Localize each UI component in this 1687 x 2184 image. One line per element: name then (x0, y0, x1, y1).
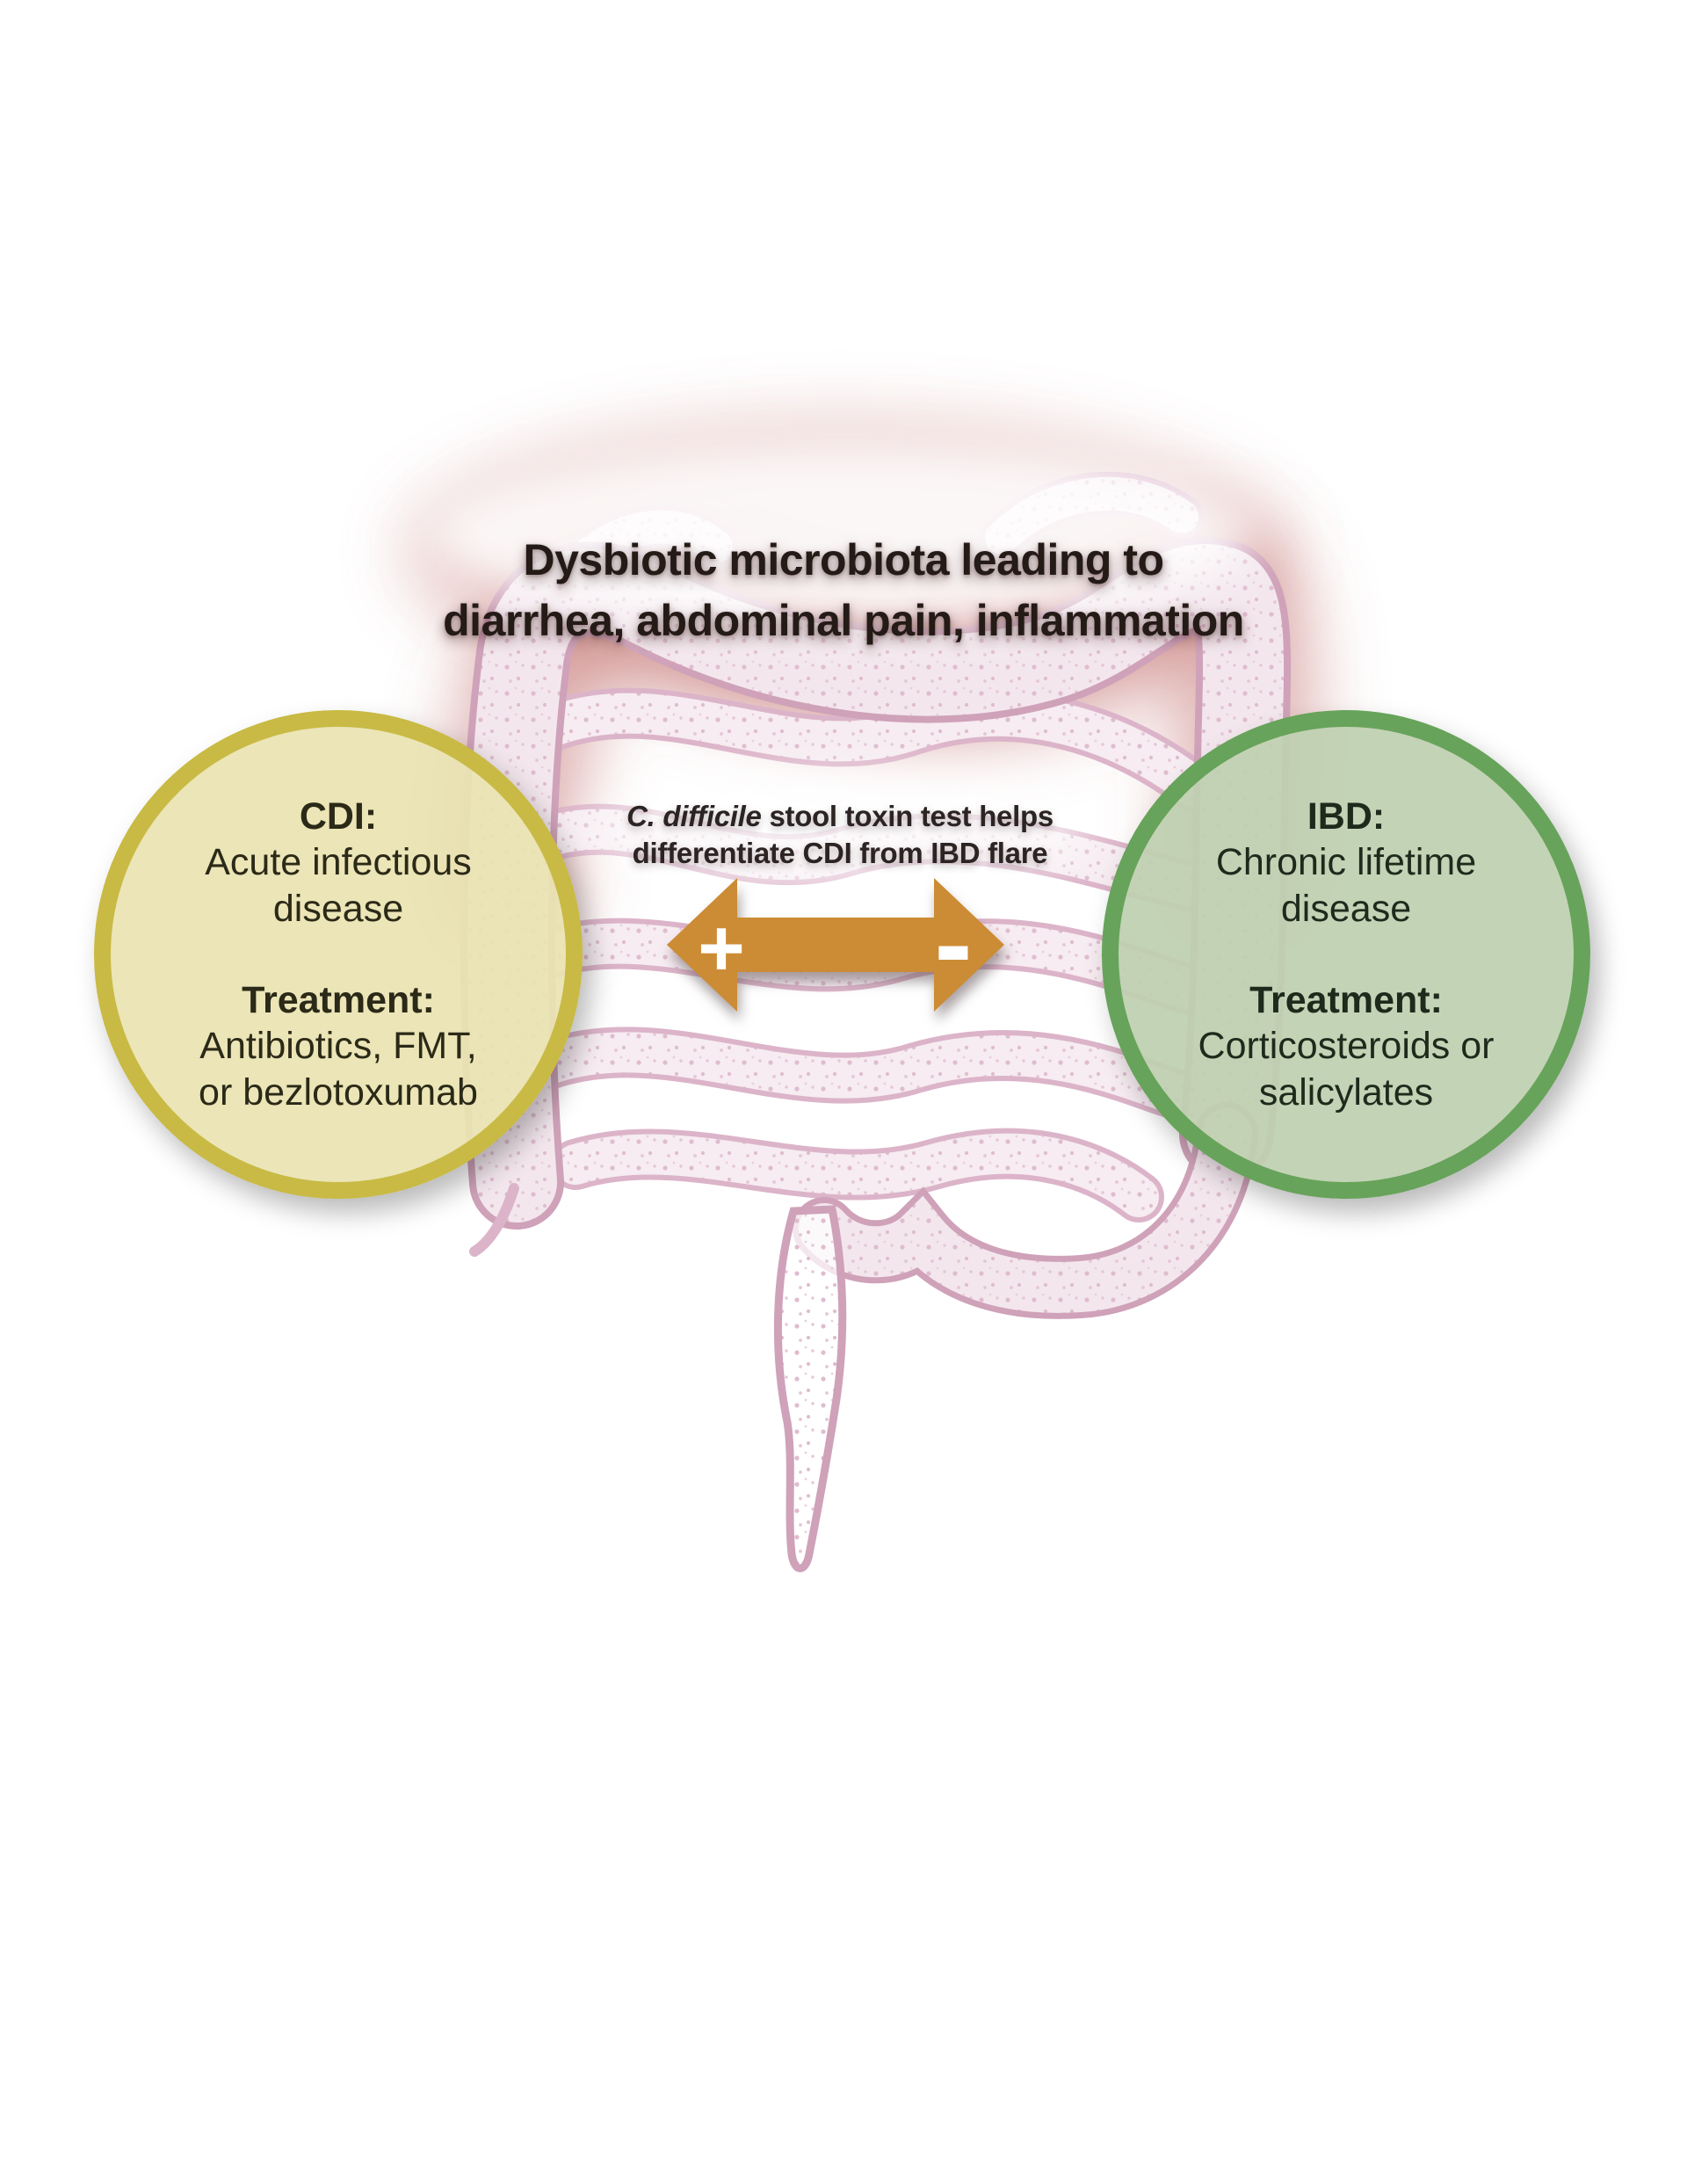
sigmoid-colon (793, 1102, 1258, 1319)
plus-icon: + (698, 903, 745, 993)
cdi-treatment-line-2: or bezlotoxumab (199, 1070, 478, 1114)
ibd-treatment-heading: Treatment: (1249, 979, 1443, 1021)
ibd-body-line-1: Chronic lifetime (1215, 841, 1477, 884)
ibd-heading: IBD: (1307, 795, 1386, 838)
rectum (773, 1205, 847, 1572)
ibd-treatment-line-2: salicylates (1258, 1070, 1434, 1114)
bidirectional-arrow-svg: + - (667, 878, 1004, 1012)
cdi-heading: CDI: (299, 795, 378, 838)
page-title-line-2: diarrhea, abdominal pain, inflammation (443, 596, 1244, 645)
cdi-body-line-1: Acute infectious (205, 841, 472, 884)
double-arrow-shape (667, 878, 1004, 1012)
ibd-body-line-2: disease (1280, 887, 1412, 930)
page-title: Dysbiotic microbiota leading to diarrhea… (0, 530, 1687, 651)
center-note-line-1: C. difficile stool toxin test helps (532, 798, 1148, 835)
ibd-circle: IBD: Chronic lifetime disease Treatment:… (1102, 710, 1590, 1199)
appendix (469, 1183, 519, 1257)
cdi-circle: CDI: Acute infectious disease Treatment:… (94, 710, 583, 1199)
cdi-treatment-line-1: Antibiotics, FMT, (199, 1025, 477, 1068)
cdi-body-line-2: disease (272, 887, 404, 930)
page-title-line-1: Dysbiotic microbiota leading to (523, 535, 1164, 584)
center-note-line-2: differentiate CDI from IBD flare (632, 836, 1048, 869)
center-note: C. difficile stool toxin test helps diff… (532, 798, 1148, 871)
ibd-treatment-line-1: Corticosteroids or (1198, 1025, 1495, 1068)
minus-icon: - (934, 879, 972, 1007)
cdi-treatment-heading: Treatment: (242, 979, 435, 1021)
center-note-italic: C. difficile (626, 800, 762, 832)
center-note-rest: stool toxin test helps (761, 800, 1053, 832)
text-halos (431, 442, 1256, 885)
bidirectional-arrow: + - (667, 874, 1004, 1015)
